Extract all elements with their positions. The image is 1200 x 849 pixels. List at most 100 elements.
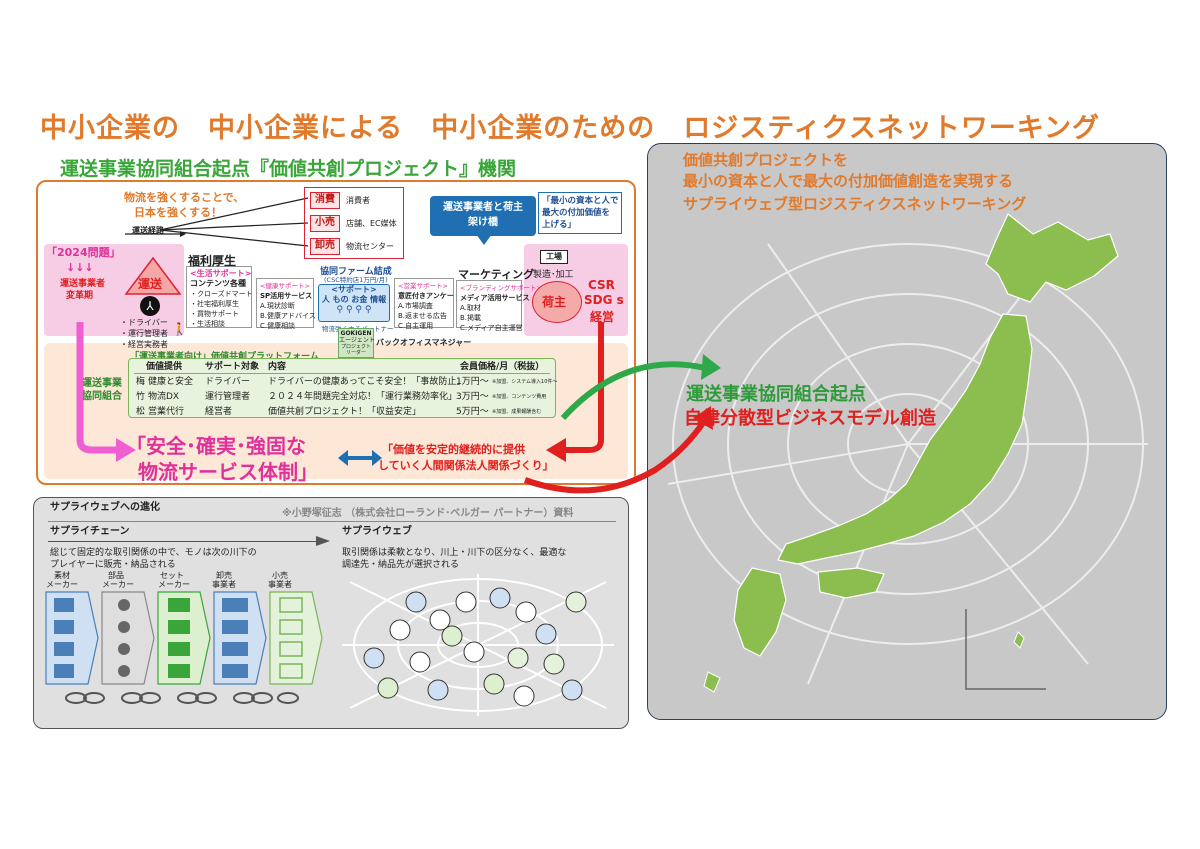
main-title: 中小企業の 中小企業による 中小企業のための ロジスティクスネットワーキング <box>40 113 1100 144</box>
col-3-l1: セット <box>160 571 184 580</box>
value-quote-1: 「最小の資本と人で <box>542 196 619 206</box>
csr-line-2: SDG s <box>584 293 624 307</box>
header-price: 会員価格/月（税抜） <box>460 362 545 372</box>
problem-arrows: ↓↓↓ <box>66 261 94 274</box>
web-title: サプライウェブ <box>342 526 412 537</box>
shipper-circle <box>532 281 582 323</box>
role-manager: ・運行管理者 <box>120 329 168 338</box>
row-2-note: ※加盟、コンテンツ費用 <box>492 394 547 400</box>
chain-title: サプライチェーン <box>50 526 130 537</box>
japan-map <box>667 213 1148 693</box>
bottom-right-2: していく人間関係法人関係づくり」 <box>378 459 554 472</box>
csr-line-3: 経営 <box>590 310 615 324</box>
sales-head: 意匠付きアンケート <box>398 292 461 300</box>
japan-heading-1: 価値共創プロジェクトを <box>683 151 849 169</box>
chain-desc-2: プレイヤーに販売・納品される <box>50 560 176 570</box>
bottom-right-1: 「価値を安定的継続的に提供 <box>382 443 525 456</box>
mkt-title: マーケティング <box>458 268 535 281</box>
role-executive: ・経営実務者 <box>120 340 168 349</box>
header-value: 価値提供 <box>146 362 183 372</box>
channel-wholesale-tag: 卸売 <box>310 238 340 255</box>
sales-item-2: B.返ませる広告 <box>398 312 447 320</box>
channel-consume-tag: 消費 <box>310 192 340 209</box>
agent-line-1: GOKIGEN <box>340 330 372 337</box>
japan-heading-2: 最小の資本と人で最大の付加価値創造を実現する <box>683 172 1014 190</box>
slogan-1: 物流を強くすることで、 <box>124 191 245 204</box>
bottom-left-1: 「安全･確実･強固な <box>126 434 306 458</box>
backoffice-label: バックオフィスマネジャー <box>376 338 472 347</box>
welfare-sub: <生活サポート> <box>190 269 252 278</box>
transport-label: 運送 <box>138 277 163 291</box>
col-4-l2: 事業者 <box>212 580 236 589</box>
platform-left-1: 運送事業 <box>82 378 122 389</box>
bottom-left-2: 物流サービス体制」 <box>138 460 318 484</box>
flow-arrows <box>76 322 604 466</box>
welfare-item-3: ・買物サポート <box>190 310 239 318</box>
sp-item-3: C.健康相談 <box>260 322 296 330</box>
welfare-head: コンテンツ各種 <box>190 279 246 288</box>
channel-retail-tag: 小売 <box>310 215 340 232</box>
welfare-item-4: ・生活相談 <box>190 320 225 328</box>
sp-box: <健康サポート> SP活用サービス A.現状診断 B.健康アドバイス C.健康相… <box>256 278 316 330</box>
row-2-target: 運行管理者 <box>205 392 251 402</box>
channel-consume-label: 消費者 <box>346 196 370 205</box>
agent-box: GOKIGEN エージェント プロジェクトリーダー <box>338 328 375 358</box>
supply-web-graphic <box>342 574 614 716</box>
bridge-box: 運送事業者と荷主 架け橋 <box>430 196 536 236</box>
platform-table <box>128 358 556 418</box>
chain-underline <box>48 541 318 542</box>
factory-tag: 工場 <box>540 250 568 264</box>
welfare-item-1: ・クローズドマート <box>190 290 253 298</box>
mkt-item-2: B.掲載 <box>460 314 482 322</box>
value-quote-2: 最大の付加価値を <box>542 208 611 218</box>
mkt-sub: <ブランディングサポート> <box>460 284 542 292</box>
row-1-rank: 梅 <box>136 377 146 387</box>
row-3-content: 価値共創プロジェクト！「収益安定」 <box>268 407 422 417</box>
value-quote: 「最小の資本と人で 最大の付加価値を 上げる」 <box>538 192 622 234</box>
supply-title: サプライウェブへの進化 <box>50 502 160 513</box>
row-2-rank: 竹 <box>136 392 146 402</box>
col-3-l2: メーカー <box>158 580 190 589</box>
japan-model-2: 自律分散型ビジネスモデル創造 <box>684 408 936 429</box>
chain-desc-1: 総じて固定的な取引関係の中で、モノは次の川下の <box>50 548 257 558</box>
row-3-note: ※加盟、成果報酬含む <box>492 409 542 415</box>
shipper-label: 荷主 <box>542 295 567 309</box>
mkt-item-3: C.メディア自主運営 <box>460 324 523 332</box>
row-1-content: ドライバーの健康あってこそ安全！「事故防止」 <box>268 377 466 387</box>
reform-2: 変革期 <box>66 291 94 301</box>
col-5-l2: 事業者 <box>268 580 292 589</box>
col-1-l1: 素材 <box>54 571 70 580</box>
header-target: サポート対象 <box>205 362 260 372</box>
supply-chain-graphic <box>45 591 323 704</box>
transport-triangle <box>124 256 182 295</box>
row-2-value: 物流DX <box>148 392 180 402</box>
col-5-l1: 小売 <box>272 571 288 580</box>
row-3-value: 営業代行 <box>148 407 185 417</box>
channel-wholesale-label: 物流センター <box>346 242 394 251</box>
channel-retail-label: 店舗、EC媒体 <box>346 219 397 228</box>
route-label: 運送経路 <box>132 226 164 235</box>
cross-arrows <box>523 354 721 494</box>
channel-frame <box>304 187 404 259</box>
role-driver: ・ドライバー <box>120 318 168 327</box>
web-desc-2: 調達先・納品先が選択される <box>342 560 460 570</box>
sales-sub: <営業サポート> <box>398 282 448 290</box>
manufacture-label: 製造･加工 <box>533 270 574 280</box>
col-2-l2: メーカー <box>102 580 134 589</box>
header-divider <box>134 373 550 374</box>
col-4-l1: 卸売 <box>216 571 232 580</box>
platform-left-2: 協同組合 <box>82 391 122 402</box>
sp-head: SP活用サービス <box>260 292 313 300</box>
col-2-l1: 部品 <box>108 571 124 580</box>
support-figures: ⚲ ⚲ ⚲ ⚲ <box>336 305 372 315</box>
support-main: 人 もの お金 情報 <box>321 295 387 304</box>
platform-title: 「運送事業者向け」価値共創プラットフォーム <box>130 352 319 362</box>
row-3-target: 経営者 <box>205 407 233 417</box>
japan-heading-3: サプライウェブ型ロジスティクスネットワーキング <box>683 195 1027 213</box>
leader-label: プロジェクトリーダー <box>340 344 371 356</box>
reform-1: 運送事業者 <box>60 279 106 289</box>
sp-item-2: B.健康アドバイス <box>260 312 316 320</box>
supply-credit: ※小野塚征志 （株式会社ローランド･ベルガー パートナー）資料 <box>282 508 574 519</box>
bridge-pointer <box>476 234 492 245</box>
row-3-price: 5万円～ <box>456 407 489 417</box>
